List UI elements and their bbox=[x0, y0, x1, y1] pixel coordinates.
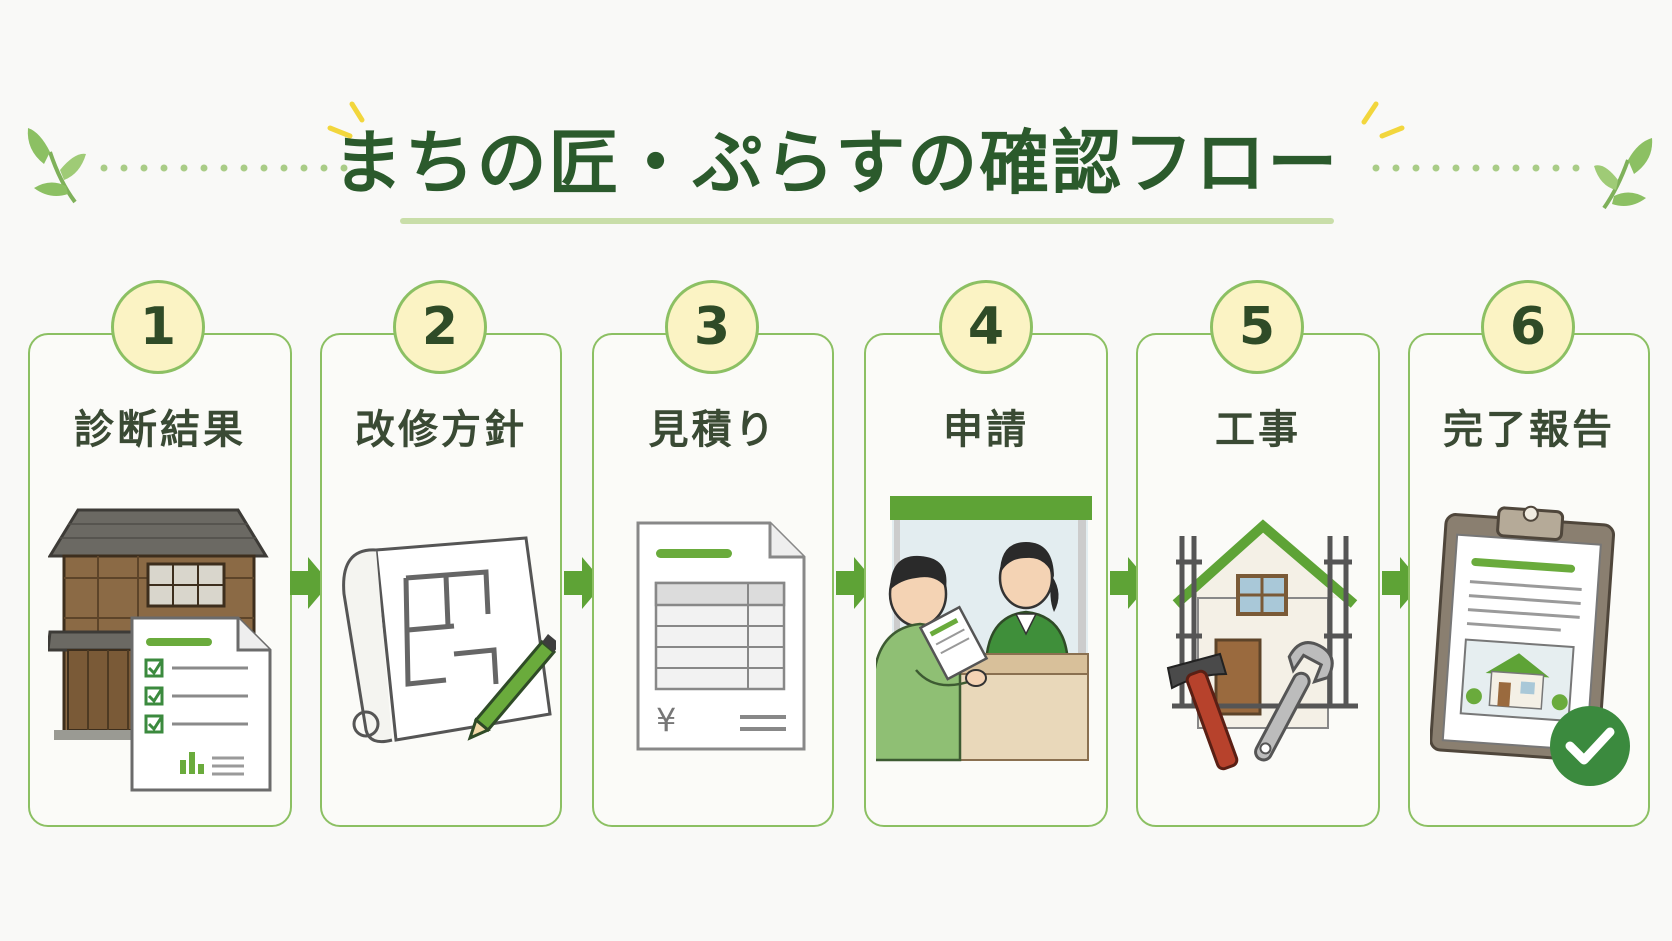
leaf-icon-left bbox=[27, 128, 86, 204]
step-label-6: 完了報告 bbox=[1443, 407, 1615, 453]
title-underline bbox=[400, 218, 1334, 224]
step-label-5: 工事 bbox=[1215, 407, 1301, 453]
right-arrow-icon-5 bbox=[1382, 557, 1422, 609]
right-arrow-icon-4 bbox=[1110, 557, 1150, 609]
step-number-6: 6 bbox=[1481, 280, 1575, 374]
construction-tools-icon bbox=[1166, 519, 1358, 771]
leaf-icon-right bbox=[1594, 138, 1653, 210]
yen-symbol: ¥ bbox=[656, 701, 677, 739]
application-counter-icon bbox=[876, 496, 1092, 762]
completion-clipboard-icon bbox=[1430, 505, 1630, 786]
step-label-3: 見積り bbox=[648, 407, 778, 453]
step-label-2: 改修方針 bbox=[355, 407, 527, 453]
step-number-2: 2 bbox=[393, 280, 487, 374]
header: まちの匠・ぷらすの確認フロー bbox=[0, 0, 1672, 240]
right-arrow-icon-1 bbox=[290, 557, 330, 609]
step-number-3: 3 bbox=[665, 280, 759, 374]
step-label-4: 申請 bbox=[943, 407, 1029, 453]
step-number-1: 1 bbox=[111, 280, 205, 374]
step-number-4: 4 bbox=[939, 280, 1033, 374]
sparkle-icon-left bbox=[327, 101, 365, 139]
page-title: まちの匠・ぷらすの確認フロー bbox=[332, 122, 1340, 204]
dotted-line-left bbox=[100, 164, 348, 172]
step-label-1: 診断結果 bbox=[74, 407, 246, 453]
report-sheet-icon bbox=[130, 616, 272, 792]
dotted-line-right bbox=[1372, 164, 1580, 172]
blueprint-pencil-icon bbox=[342, 536, 556, 744]
right-arrow-icon-3 bbox=[836, 557, 876, 609]
step-number-5: 5 bbox=[1210, 280, 1304, 374]
sparkle-icon-right bbox=[1361, 101, 1405, 139]
estimate-document-icon: ¥ bbox=[636, 521, 806, 751]
house-with-report-icon bbox=[48, 508, 272, 792]
right-arrow-icon-2 bbox=[564, 557, 604, 609]
